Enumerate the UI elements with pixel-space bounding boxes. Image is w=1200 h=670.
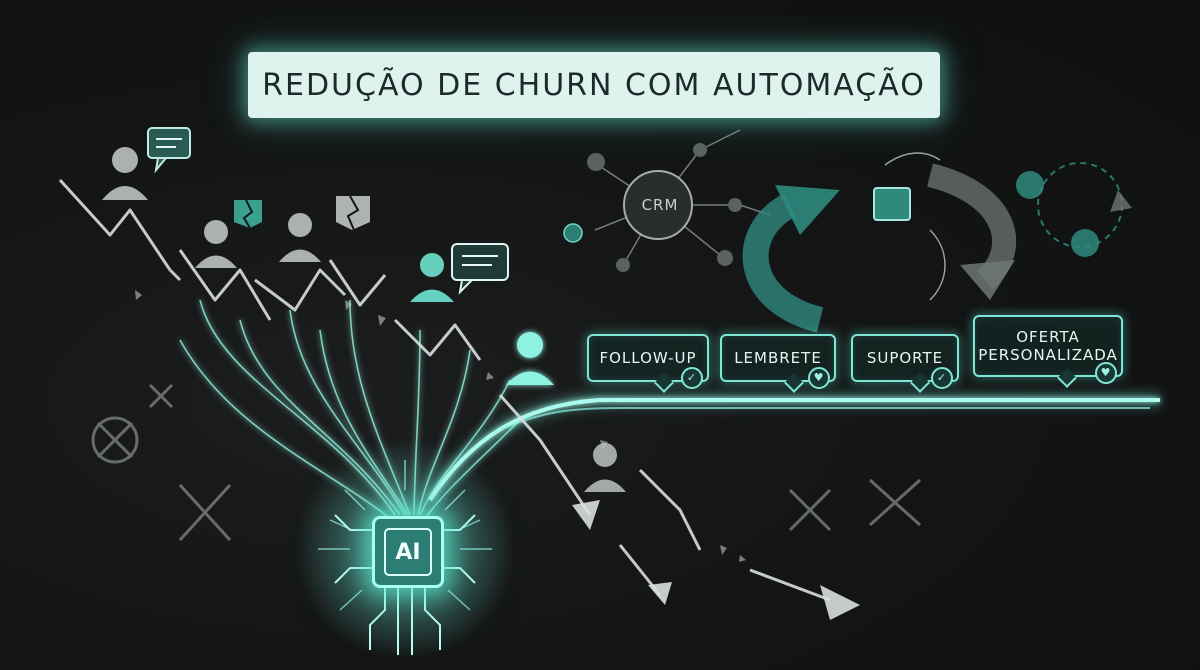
- tag-label: OFERTA PERSONALIZADA: [978, 328, 1118, 364]
- cycle-arrow-icon: [775, 185, 840, 235]
- user-icons: [102, 147, 626, 492]
- check-icon: ✓: [681, 367, 703, 389]
- heart-icon: ♥: [1095, 362, 1117, 384]
- retention-stream-secondary: [499, 407, 1150, 431]
- chip-circuit-lines: [334, 514, 476, 655]
- ai-chip-label: AI: [395, 539, 421, 565]
- tag-follow-up: FOLLOW-UP ✓: [587, 334, 709, 393]
- crm-label: CRM: [641, 196, 679, 214]
- data-strands: [179, 299, 521, 521]
- cycle-arrow-icon: [960, 260, 1015, 300]
- user-icon: [279, 213, 321, 262]
- tag-suporte: SUPORTE ✓: [851, 334, 959, 393]
- ai-chip-core: AI: [384, 528, 432, 576]
- chalk-fragments: [135, 290, 746, 562]
- page-title: REDUÇÃO DE CHURN COM AUTOMAÇÃO: [262, 67, 926, 103]
- chat-bubble-icon: [451, 243, 509, 295]
- chip-rays: [318, 460, 492, 611]
- x-marks: [91, 383, 922, 542]
- tag-lembrete: LEMBRETE ♥: [720, 334, 836, 393]
- user-icon: [584, 443, 626, 492]
- retention-cycle: [742, 152, 1132, 333]
- user-icon: [195, 220, 237, 268]
- ai-chip: AI: [372, 516, 444, 588]
- chat-bubbles: [147, 127, 509, 295]
- user-icon: [410, 253, 454, 302]
- tag-label: LEMBRETE: [734, 349, 822, 367]
- user-icon: [506, 332, 554, 385]
- crm-hub: [623, 170, 693, 240]
- cycle-node: [873, 187, 911, 221]
- chat-bubble-icon: [147, 127, 191, 174]
- tag-label: FOLLOW-UP: [599, 349, 697, 367]
- user-icon: [102, 147, 148, 200]
- churn-arrowheads: [572, 500, 860, 620]
- churn-arrows: [58, 178, 831, 602]
- tag-label: SUPORTE: [866, 349, 944, 367]
- check-icon: ✓: [931, 367, 953, 389]
- broken-heart-icon: [336, 195, 370, 231]
- retention-stream: [428, 398, 1160, 502]
- heart-icon: ♥: [808, 367, 830, 389]
- title-banner: REDUÇÃO DE CHURN COM AUTOMAÇÃO: [248, 52, 940, 118]
- tag-oferta-personalizada: OFERTA PERSONALIZADA ♥: [973, 315, 1123, 388]
- broken-heart-icon: [234, 199, 262, 229]
- crm-network: [563, 129, 771, 272]
